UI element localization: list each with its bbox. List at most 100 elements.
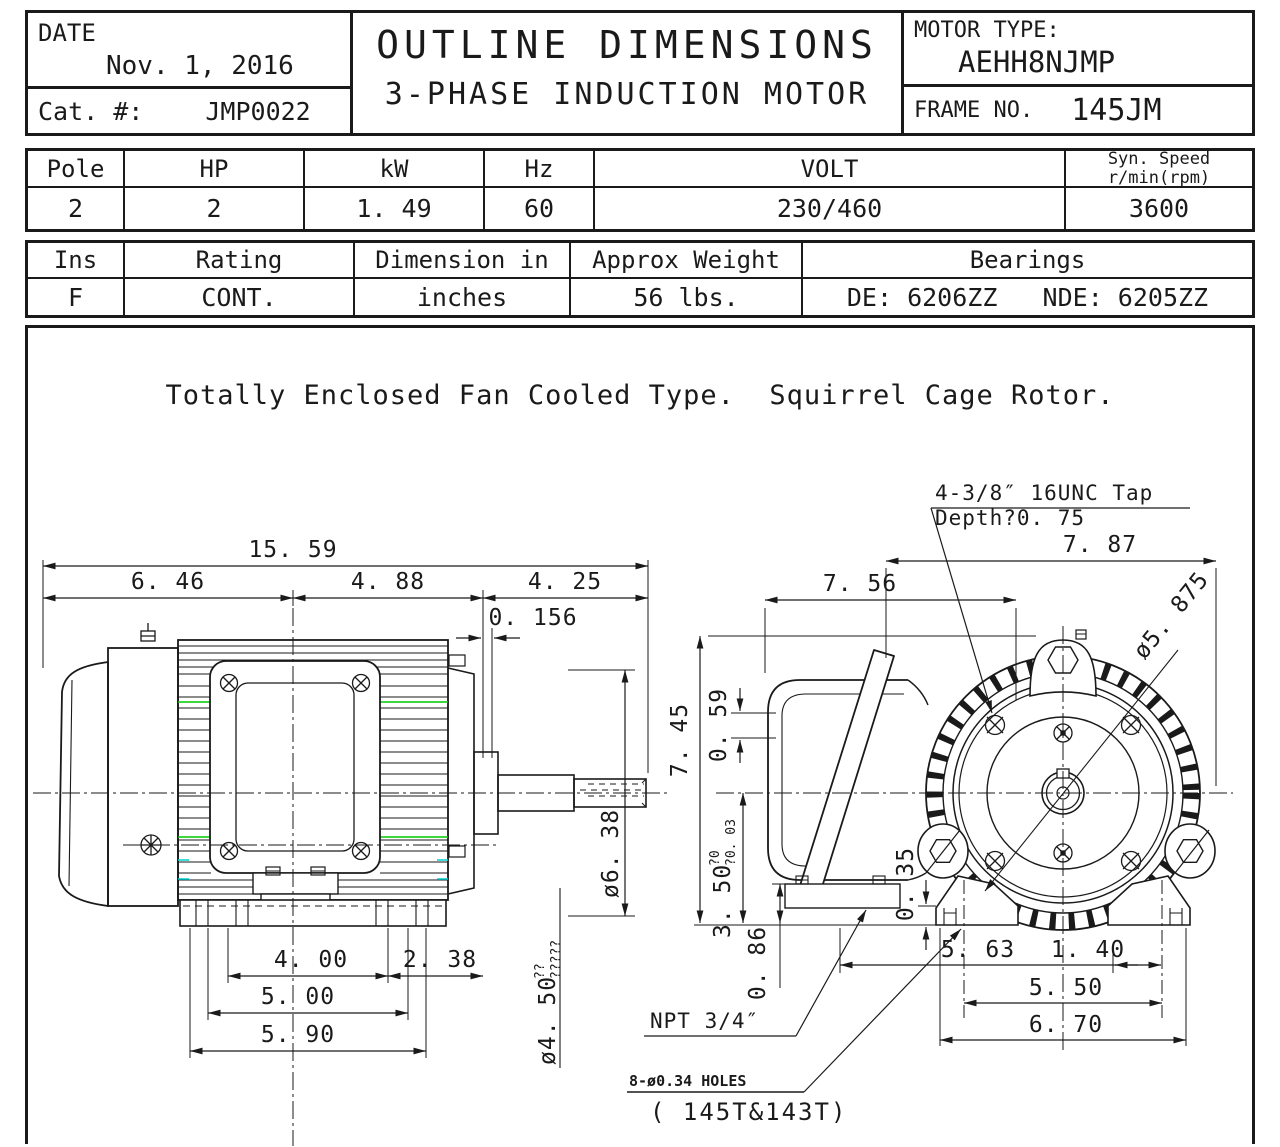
details-header-rating: Rating [125, 243, 355, 279]
motor-type-value: AEHH8NJMP [958, 45, 1116, 79]
catalog-cell: Cat. #: JMP0022 [28, 89, 350, 133]
cyan-accent-lines [178, 859, 448, 880]
dim-bolt-circle: ø5. 875 [1129, 567, 1215, 664]
drawing-area: Totally Enclosed Fan Cooled Type. Squirr… [25, 325, 1255, 1146]
holes-note: 8-ø0.34 HOLES [629, 1072, 746, 1090]
dim-cl-to-box: 5. 63 [941, 937, 1015, 963]
frame-cell: FRAME NO. 145JM [904, 87, 1252, 133]
fan-cover [58, 660, 109, 908]
top-bolt [140, 623, 156, 642]
details-value-dimension: inches [355, 279, 571, 315]
date-value: Nov. 1, 2016 [106, 51, 294, 81]
date-label: DATE [38, 19, 96, 47]
dim-foot-width: 6. 70 [1029, 1012, 1103, 1038]
dim-shaft-diameter: ø4. 50 [535, 976, 561, 1065]
dim-frame-section: 4. 88 [351, 569, 425, 595]
dim-fan-section: 6. 46 [131, 569, 205, 595]
dim-base-length: 5. 90 [261, 1022, 335, 1048]
details-value-bearings: DE: 6206ZZ NDE: 6205ZZ [846, 282, 1209, 312]
tap-note-line1: 4-3/8″ 16UNC Tap [935, 481, 1153, 505]
dim-key-height: 0. 156 [488, 605, 577, 631]
side-lug-right [1164, 823, 1216, 879]
details-value-rating: CONT. [125, 279, 355, 315]
drawing-title: OUTLINE DIMENSIONS 3-PHASE INDUCTION MOT… [353, 13, 904, 133]
title-block: DATE Nov. 1, 2016 Cat. #: JMP0022 OUTLIN… [25, 10, 1255, 136]
date-cell: DATE Nov. 1, 2016 [28, 13, 350, 89]
dim-shaft-diameter-tol-lower: ????? [549, 940, 564, 979]
terminal-box [767, 649, 929, 909]
top-fins [178, 645, 448, 675]
tap-note-line2: Depth?0. 75 [935, 506, 1085, 530]
side-lug-left [917, 823, 969, 879]
dim-shaft-height-tol-lower: ?0. 03 [724, 819, 739, 866]
conduit-note: NPT 3/4″ [650, 1009, 759, 1033]
green-accent-lines [178, 701, 448, 838]
dim-shaft-section: 4. 25 [528, 569, 602, 595]
ratings-header-speed: Syn. Speed r/min(rpm) [1066, 151, 1252, 188]
dim-top-height: 0. 59 [706, 688, 732, 762]
details-value-ins: F [28, 279, 125, 315]
terminal-cover-inner [235, 682, 355, 852]
end-view [716, 626, 1233, 1053]
ratings-header-volt: VOLT [595, 151, 1066, 188]
title-line-1: OUTLINE DIMENSIONS [376, 23, 878, 67]
side-view-dimensions: 15. 59 6. 46 4. 88 4. 25 0. 156 ø6. 38 ø… [42, 537, 649, 1068]
dim-body-diameter: ø6. 38 [598, 809, 624, 898]
fan-cover-plate [107, 647, 179, 907]
ratings-value-hz: 60 [485, 188, 595, 229]
mounting-feet [179, 899, 447, 927]
dim-shaft-diameter-tol-upper: ?? [533, 963, 548, 979]
ratings-header-hz: Hz [485, 151, 595, 188]
dim-box-width: 7. 56 [823, 571, 897, 597]
details-value-weight: 56 lbs. [571, 279, 803, 315]
outline-drawing: 15. 59 6. 46 4. 88 4. 25 0. 156 ø6. 38 ø… [33, 481, 1233, 1146]
dim-foot-pads: 5. 00 [261, 984, 335, 1010]
dim-overall-width: 7. 87 [1063, 532, 1137, 558]
dim-box-drop: 0. 86 [745, 926, 771, 1000]
title-block-right: MOTOR TYPE: AEHH8NJMP FRAME NO. 145JM [904, 13, 1252, 133]
description-note: Totally Enclosed Fan Cooled Type. Squirr… [165, 380, 1115, 411]
foot-hole-centerlines [963, 880, 1163, 1018]
details-header-dimension: Dimension in [355, 243, 571, 279]
bottom-fins [178, 879, 448, 895]
ratings-table: Pole HP kW Hz VOLT Syn. Speed r/min(rpm)… [25, 148, 1255, 232]
details-header-bearings: Bearings [803, 243, 1252, 279]
dim-shaft-height-tol-upper: ?0 [708, 850, 723, 866]
ratings-header-kw: kW [305, 151, 485, 188]
frame-label: FRAME NO. [914, 97, 1034, 123]
title-line-2: 3-PHASE INDUCTION MOTOR [384, 77, 870, 112]
holes-frames-note: ( 145T&143T) [650, 1098, 847, 1126]
motor-type-cell: MOTOR TYPE: AEHH8NJMP [904, 13, 1252, 87]
catalog-label: Cat. #: [38, 96, 144, 126]
motor-type-label: MOTOR TYPE: [914, 18, 1060, 43]
ratings-value-speed: 3600 [1128, 194, 1190, 223]
dim-shaft-height-group: 3. 50 ?0 ?0. 03 [708, 819, 739, 938]
dim-overall-height: 7. 45 [667, 703, 693, 777]
dim-overall-length: 15. 59 [248, 537, 337, 563]
right-fins [380, 685, 448, 874]
details-header-weight: Approx Weight [571, 243, 803, 279]
dim-shaft-extension: 2. 38 [403, 947, 477, 973]
ratings-header-pole: Pole [28, 151, 125, 188]
details-header-ins: Ins [28, 243, 125, 279]
dim-shaft-diameter-group: ø4. 50 ?? ????? [533, 940, 564, 1065]
end-view-feet [935, 875, 1191, 926]
ratings-value-volt: 230/460 [595, 188, 1066, 229]
left-fins [178, 685, 211, 874]
speed-header-line1: Syn. Speed [1107, 151, 1211, 169]
dim-foot-holes: 4. 00 [274, 947, 348, 973]
catalog-value: JMP0022 [205, 96, 311, 126]
ratings-value-pole: 2 [28, 188, 125, 229]
cover-screws [219, 673, 371, 861]
ratings-header-hp: HP [125, 151, 305, 188]
side-view [33, 608, 668, 1146]
flange-tap-holes [984, 714, 1142, 872]
dim-pad-height: 0. 35 [893, 847, 919, 921]
dim-shaft-height: 3. 50 [710, 864, 736, 938]
ratings-value-hp: 2 [125, 188, 305, 229]
dim-hole-span: 5. 50 [1029, 975, 1103, 1001]
details-table: Ins Rating Dimension in Approx Weight Be… [25, 240, 1255, 318]
ratings-value-kw: 1. 49 [305, 188, 485, 229]
dim-cl-to-hole: 1. 40 [1051, 937, 1125, 963]
